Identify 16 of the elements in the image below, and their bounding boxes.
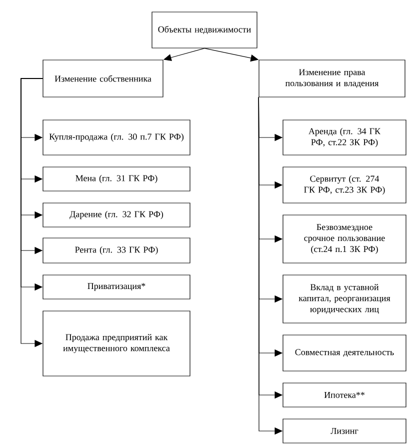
item-box: Приватизация* [42,274,190,300]
item-box: Дарение (гл. 32 ГК РФ) [42,202,190,228]
category-box: Изменение собственника [42,60,164,98]
item-box: Продажа предприятий как имущественного комплекса [42,310,190,376]
item-box: Ипотека** [282,382,406,408]
item-box: Аренда (гл. 34 ГК РФ, ст.22 ЗК РФ) [282,120,406,156]
item-box: Лизинг [282,418,406,444]
item-box: Рента (гл. 33 ГК РФ) [42,238,190,264]
category-box: Изменение права пользования и владения [258,60,406,98]
item-box: Совместная деятельность [282,334,406,372]
item-box: Мена (гл. 31 ГК РФ) [42,166,190,192]
item-box: Купля-продажа (гл. 30 п.7 ГК РФ) [42,120,190,156]
item-box: Безвозмездное срочное пользование (ст.24 п.1 ЗК РФ) [282,214,406,264]
root-box: Объекты недвижимости [152,12,258,48]
item-box: Сервитут (ст. 274 ГК РФ, ст.23 ЗК РФ) [282,166,406,204]
item-box: Вклад в уставной капитал, реорганизация юридических лиц [282,274,406,324]
